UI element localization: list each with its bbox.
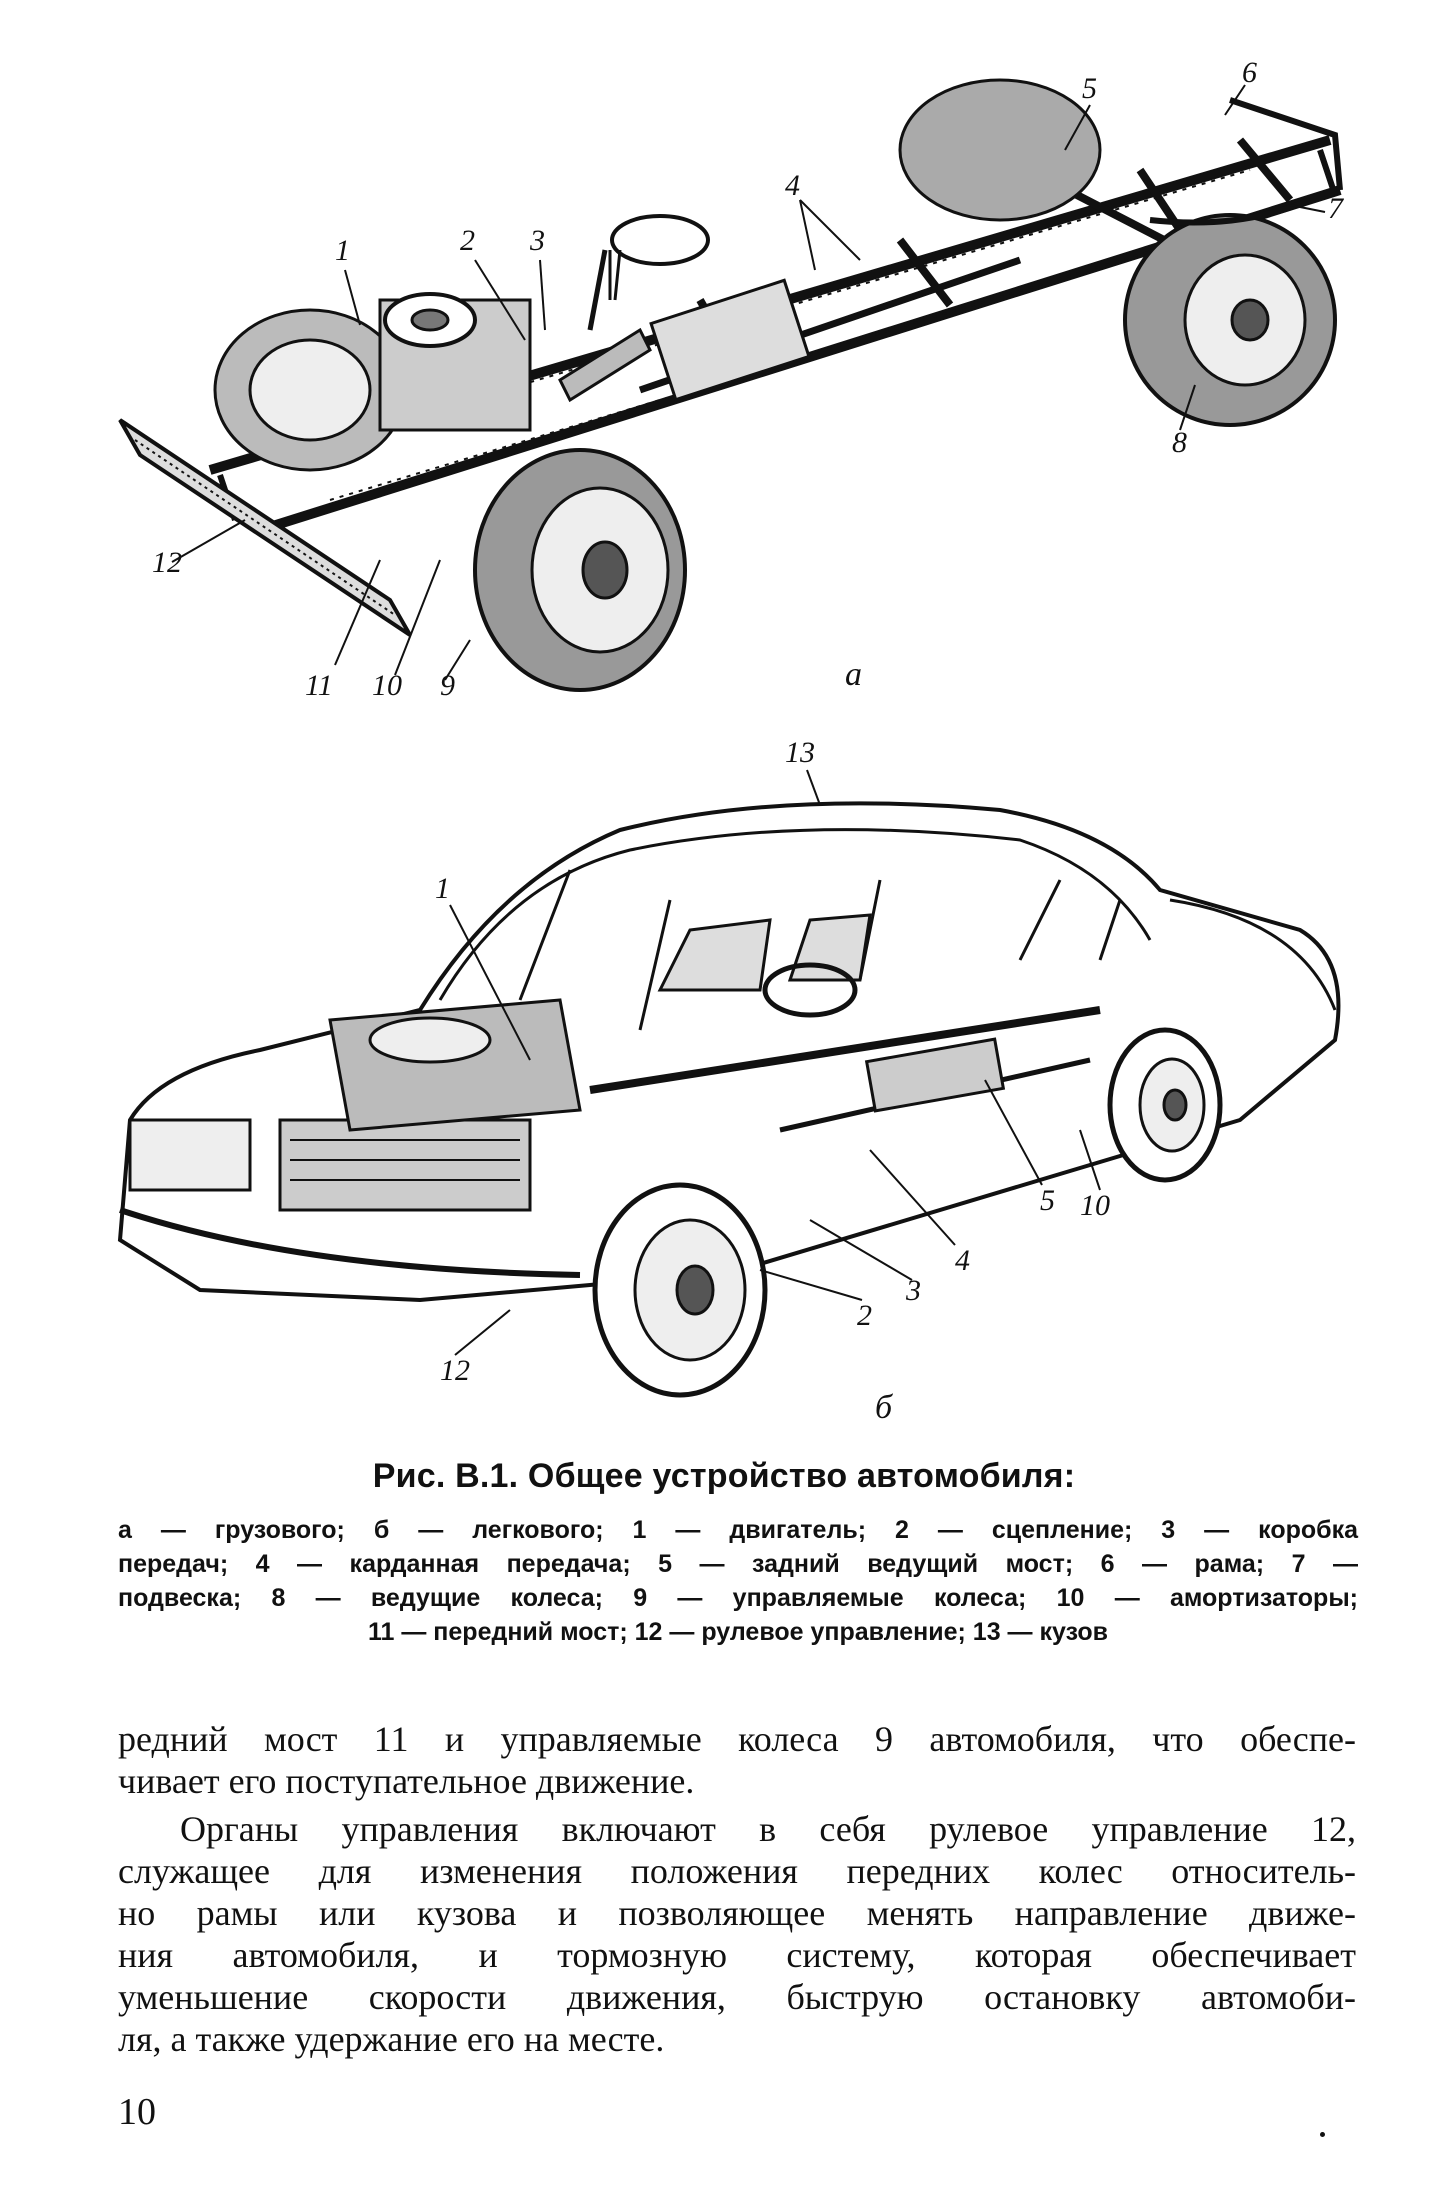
callout-4: 4 [955,1244,970,1277]
figure: 1 2 3 4 5 6 7 8 9 10 11 12 а [117,56,1345,1426]
truck-callout-leaders [171,84,1326,681]
paragraph-line: ния автомобиля, и тормозную систему, кот… [118,1935,1356,1975]
paragraph-line: редний мост 11 и управляемые колеса 9 ав… [118,1719,1356,1759]
callout-12: 12 [440,1354,470,1387]
callout-6: 6 [1242,56,1257,89]
car-cutaway-illustration [117,801,1341,1398]
callout-3: 3 [905,1274,921,1307]
paragraph-2: Органы управления включают в себя рулево… [118,1808,1356,2060]
callout-1: 1 [335,234,350,267]
paragraph-line: Органы управления включают в себя рулево… [180,1809,1356,1849]
truck-sublabel: а [845,656,862,693]
paragraph-line: ля, а также удержание его на месте. [118,2019,665,2059]
callout-9: 9 [440,669,455,702]
callout-3: 3 [529,224,545,257]
car-callout-leaders [449,769,1101,1356]
speck-mark [1320,2132,1325,2137]
callout-4: 4 [785,169,800,202]
callout-13: 13 [785,736,815,769]
callout-5: 5 [1082,72,1097,105]
car-callouts: 13 1 5 10 4 3 2 12 б [435,736,1110,1426]
paragraph-line: но рамы или кузова и позволяющее менять … [118,1893,1356,1933]
callout-8: 8 [1172,426,1187,459]
paragraph-line: чивает его поступательное движение. [118,1761,695,1801]
callout-10: 10 [372,669,402,702]
callout-7: 7 [1328,192,1345,225]
paragraph-1: редний мост 11 и управляемые колеса 9 ав… [118,1718,1356,1802]
callout-5: 5 [1040,1184,1055,1217]
truck-callouts: 1 2 3 4 5 6 7 8 9 10 11 12 а [152,56,1345,702]
callout-2: 2 [460,224,475,257]
callout-2: 2 [857,1299,872,1332]
callout-10: 10 [1080,1189,1110,1222]
paragraph-line: уменьшение скорости движения, быструю ос… [118,1977,1356,2017]
callout-11: 11 [305,669,333,702]
caption-line: а — грузового; б — легкового; 1 — двигат… [118,1516,1358,1544]
callout-1: 1 [435,872,450,905]
caption-line: 11 — передний мост; 12 — рулевое управле… [367,1618,1109,1646]
truck-chassis-illustration [118,78,1343,692]
paragraph-line: служащее для изменения положения передни… [118,1851,1356,1891]
car-sublabel: б [875,1389,894,1426]
figure-caption-title: Рис. В.1. Общее устройство автомобиля: [372,1457,1076,1495]
caption-line: передач; 4 — карданная передача; 5 — зад… [118,1550,1358,1578]
caption-line: подвеска; 8 — ведущие колеса; 9 — управл… [118,1584,1358,1612]
figure-caption-legend: а — грузового; б — легкового; 1 — двигат… [118,1513,1358,1649]
callout-12: 12 [152,546,182,579]
page-number: 10 [118,2091,156,2133]
